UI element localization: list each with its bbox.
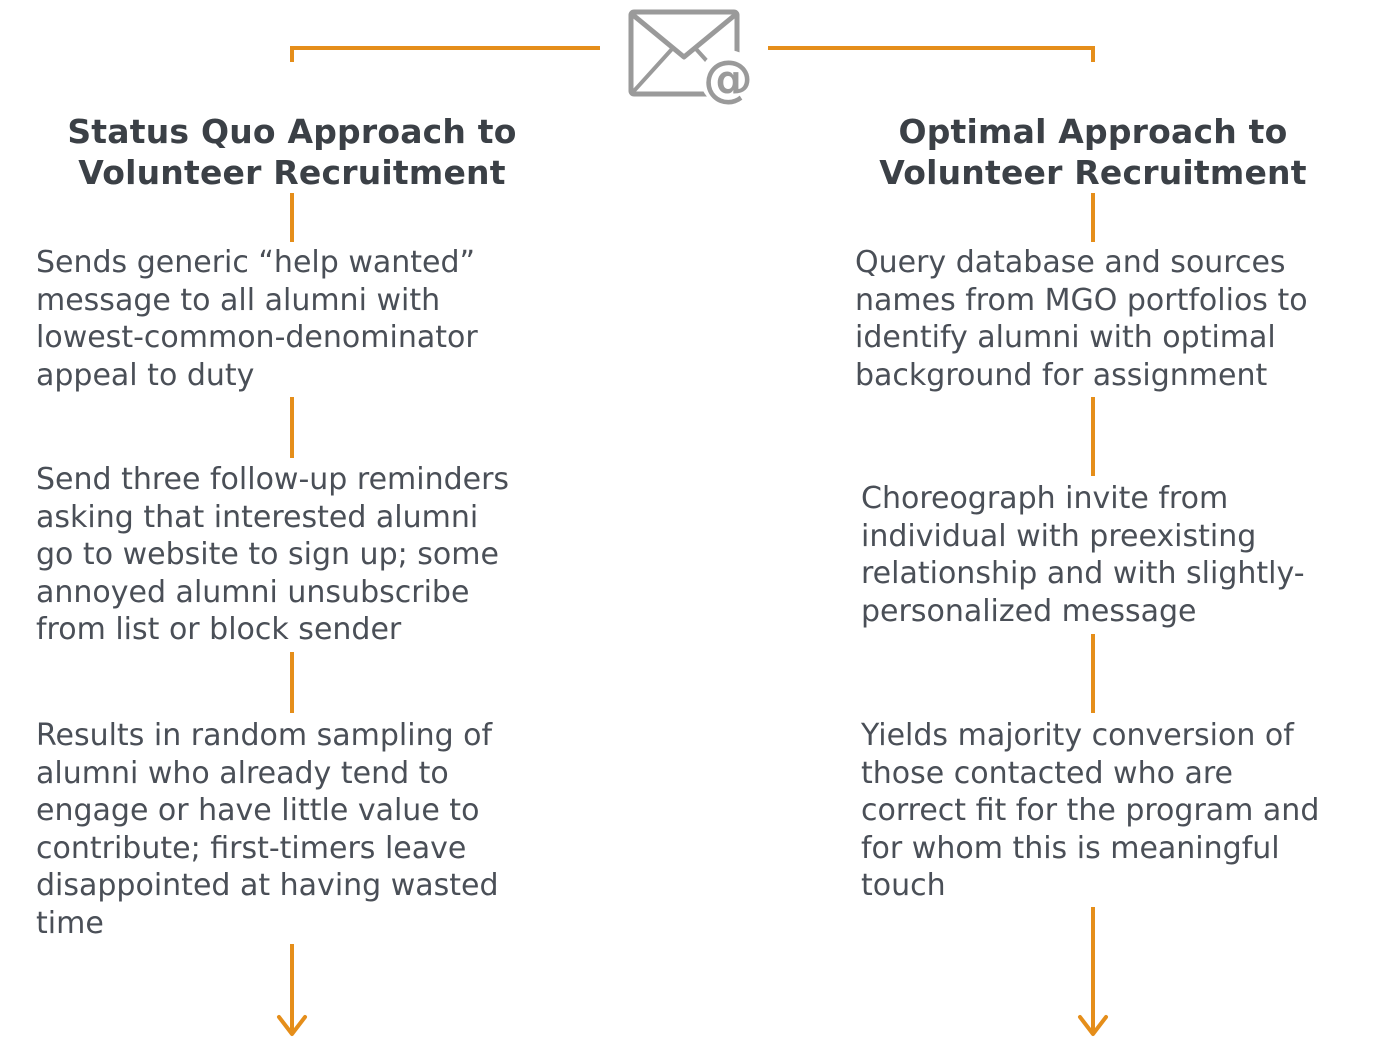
step-line: go to website to sign up; some	[36, 537, 499, 573]
step-line: names from MGO portfolios to	[855, 282, 1308, 318]
step-line: time	[36, 905, 104, 941]
left-step-1: Sends generic “help wanted” message to a…	[36, 244, 478, 394]
left-arrow-head	[277, 1015, 307, 1036]
svg-text:@: @	[703, 50, 753, 108]
step-line: contribute; first-timers leave	[36, 830, 467, 866]
step-line: Results in random sampling of	[36, 718, 493, 753]
top-bracket-left	[290, 46, 600, 62]
right-step-2: Choreograph invite from individual with …	[861, 480, 1305, 630]
step-line: alumni who already tend to	[36, 755, 449, 791]
step-line: Query database and sources	[855, 245, 1286, 280]
right-step-1: Query database and sources names from MG…	[855, 244, 1308, 394]
step-line: those contacted who are	[861, 755, 1234, 791]
left-step-3: Results in random sampling of alumni who…	[36, 717, 499, 943]
step-line: Send three follow-up reminders	[36, 462, 510, 497]
step-line: engage or have little value to	[36, 793, 480, 829]
top-bracket-right	[768, 46, 1095, 62]
left-heading: Status Quo Approach to Volunteer Recruit…	[42, 111, 542, 193]
step-line: personalized message	[861, 593, 1197, 629]
step-line: touch	[861, 868, 946, 904]
step-line: individual with preexisting	[861, 518, 1257, 554]
step-line: identify alumni with optimal	[855, 320, 1276, 356]
right-heading: Optimal Approach to Volunteer Recruitmen…	[843, 111, 1343, 193]
left-step-2: Send three follow-up reminders asking th…	[36, 461, 509, 649]
right-arrow-head	[1078, 1015, 1108, 1036]
step-line: from list or block sender	[36, 612, 402, 648]
step-line: Sends generic “help wanted”	[36, 245, 476, 280]
step-line: background for assignment	[855, 357, 1268, 393]
left-heading-line: Status Quo Approach to	[67, 112, 517, 151]
right-step-3: Yields majority conversion of those cont…	[861, 717, 1319, 905]
step-line: disappointed at having wasted	[36, 868, 499, 904]
step-line: for whom this is meaningful	[861, 830, 1280, 866]
step-line: lowest-common-denominator	[36, 320, 478, 356]
step-line: relationship and with slightly-	[861, 556, 1305, 592]
step-line: annoyed alumni unsubscribe	[36, 574, 470, 610]
step-line: message to all alumni with	[36, 282, 441, 318]
step-line: Yields majority conversion of	[861, 718, 1294, 753]
step-line: Choreograph invite from	[861, 481, 1229, 516]
left-heading-line: Volunteer Recruitment	[78, 153, 506, 192]
right-heading-line: Volunteer Recruitment	[879, 153, 1307, 192]
envelope-at-icon: @	[628, 9, 756, 108]
right-heading-line: Optimal Approach to	[898, 112, 1288, 151]
step-line: asking that interested alumni	[36, 499, 479, 535]
step-line: correct fit for the program and	[861, 793, 1320, 829]
step-line: appeal to duty	[36, 357, 255, 393]
